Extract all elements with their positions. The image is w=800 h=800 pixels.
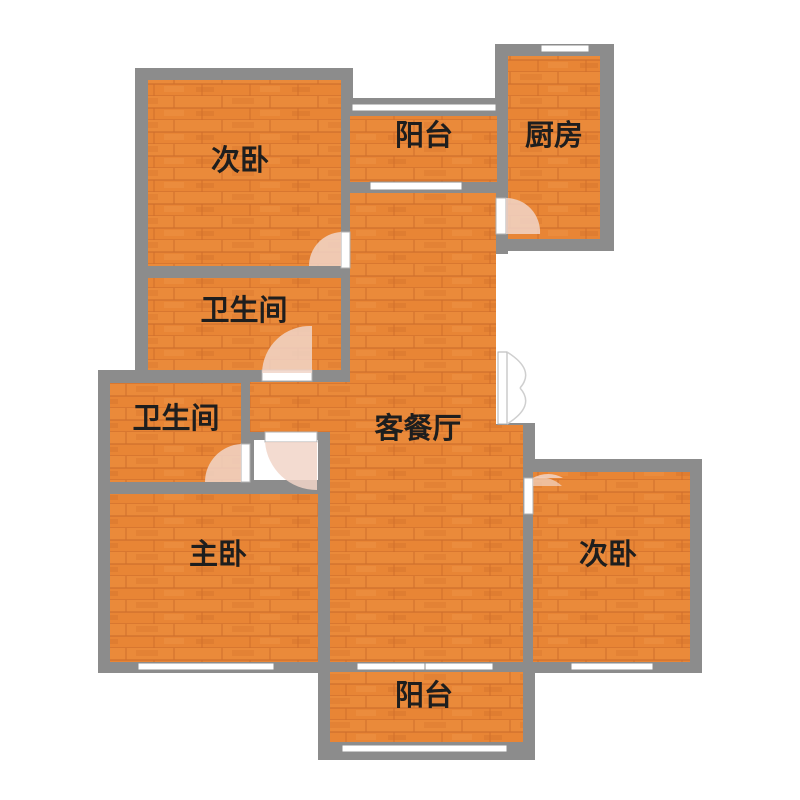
entry-door bbox=[496, 254, 527, 425]
label-bathroom-lower: 卫生间 bbox=[132, 401, 219, 435]
floor-master-bedroom bbox=[110, 494, 318, 662]
floor-secondary-bedroom-se bbox=[533, 472, 690, 662]
door-master-bedroom bbox=[264, 431, 318, 491]
floor-living-dining-lower bbox=[330, 425, 523, 662]
door-secondary-bedroom-se bbox=[523, 473, 563, 515]
label-balcony-north: 阳台 bbox=[395, 118, 453, 152]
label-secondary-bedroom-nw: 次卧 bbox=[211, 143, 269, 177]
sliding-door-north-balcony bbox=[369, 181, 463, 191]
label-balcony-south: 阳台 bbox=[395, 678, 453, 712]
window-kitchen bbox=[540, 44, 590, 53]
door-bathroom-lower bbox=[204, 443, 251, 483]
door-kitchen bbox=[495, 197, 541, 235]
label-secondary-bedroom-se: 次卧 bbox=[579, 537, 637, 571]
label-master-bedroom: 主卧 bbox=[189, 537, 247, 571]
floor-balcony-south bbox=[330, 672, 523, 742]
floor-secondary-bedroom-nw bbox=[148, 80, 341, 266]
floor-living-dining-upper-left bbox=[250, 382, 351, 432]
doors bbox=[204, 197, 563, 515]
label-kitchen: 厨房 bbox=[525, 118, 583, 152]
window-balcony-north bbox=[351, 103, 497, 112]
label-living-dining: 客餐厅 bbox=[374, 411, 461, 445]
floor-balcony-north bbox=[350, 116, 497, 182]
window-secondary-bedroom-se bbox=[570, 662, 654, 671]
label-bathroom-upper: 卫生间 bbox=[200, 293, 287, 327]
floor-living-dining bbox=[350, 193, 496, 429]
window-master-bedroom bbox=[137, 662, 275, 671]
room-labels: 次卧 阳台 厨房 卫生间 卫生间 客餐厅 主卧 次卧 阳台 bbox=[132, 118, 637, 712]
windows bbox=[137, 44, 654, 753]
door-bathroom-upper bbox=[261, 325, 313, 382]
window-balcony-south bbox=[341, 744, 508, 753]
door-secondary-bedroom-nw bbox=[308, 231, 351, 269]
